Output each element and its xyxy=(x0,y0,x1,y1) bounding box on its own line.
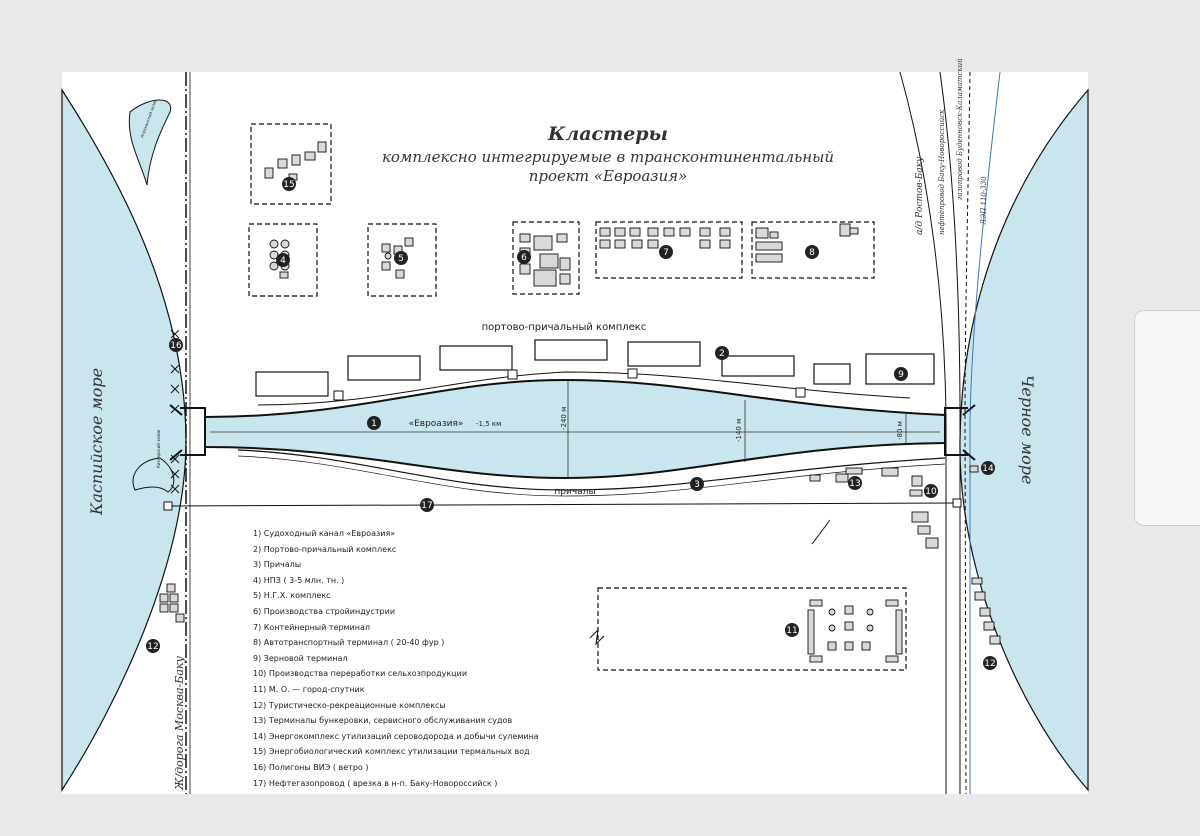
legend-item: 13) Терминалы бункеровки, сервисного обс… xyxy=(253,716,513,726)
legend-item: 6) Производства стройиндустрии xyxy=(253,606,396,616)
marker-17: 17 xyxy=(421,501,432,511)
diagram-subtitle-1: комплексно интегрируемые в трансконтинен… xyxy=(382,148,834,166)
agrakhan-bay xyxy=(128,99,172,186)
width-80-label: -80 м xyxy=(896,421,904,440)
railway-label: Ж/дорога Москва-Баку xyxy=(173,656,186,791)
marker-9: 9 xyxy=(898,370,904,380)
marker-10: 10 xyxy=(925,487,937,497)
marker-5: 5 xyxy=(398,254,404,264)
legend-item: 16) Полигоны ВИЭ ( ветро ) xyxy=(253,762,369,772)
diagram-subtitle-2: проект «Евроазия» xyxy=(529,167,688,185)
legend-item: 3) Причалы xyxy=(253,560,302,570)
caspian-sea xyxy=(61,87,187,793)
marker-16: 16 xyxy=(170,341,182,351)
marker-1: 1 xyxy=(371,419,377,429)
caspian-sea-label: Каспийское море xyxy=(87,368,106,516)
berths-line-2 xyxy=(237,455,946,497)
canal-gate-left xyxy=(169,404,206,461)
width-240-label: -240 м xyxy=(560,407,568,430)
berths-label: причалы xyxy=(554,487,595,497)
legend-item: 17) Нефтегазопровод ( врезка в н-п. Баку… xyxy=(253,778,498,788)
marker-13: 13 xyxy=(849,479,860,489)
legend-item: 7) Контейнерный терминал xyxy=(253,622,370,632)
legend-item: 11) М. О. — город-спутник xyxy=(253,684,365,694)
pipeline-17-end-right xyxy=(952,498,962,508)
quay-upper xyxy=(257,371,911,406)
legend-item: 9) Зерновой терминал xyxy=(253,653,348,663)
canal-gate-right xyxy=(944,404,976,461)
cluster-frames xyxy=(248,123,907,671)
legend-item: 5) Н.Г.Х. комплекс xyxy=(253,591,331,601)
legend-item: 8) Автотранспортный терминал ( 20-40 фур… xyxy=(253,638,445,648)
port-complex-label: портово-причальный комплекс xyxy=(482,322,647,333)
marker-12-left: 12 xyxy=(147,642,158,652)
quay-valves xyxy=(333,368,806,401)
black-sea-label: Черное море xyxy=(1018,375,1037,484)
canal-length-label: -1,5 км xyxy=(476,420,501,428)
binder-clip xyxy=(1134,310,1200,526)
marker-15: 15 xyxy=(283,180,294,190)
legend-item: 2) Портово-причальный комплекс xyxy=(253,544,397,554)
marker-12-right: 12 xyxy=(984,659,995,669)
road-right xyxy=(899,71,947,794)
marker-6: 6 xyxy=(521,253,527,263)
legend: 1) Судоходный канал «Евроазия» 2) Портов… xyxy=(253,526,553,791)
marker-3: 3 xyxy=(694,480,700,490)
legend-item: 15) Энергобиологический комплекс утилиза… xyxy=(253,747,530,757)
marker-4: 4 xyxy=(280,256,286,266)
legend-item: 10) Производства переработки сельхозпрод… xyxy=(253,669,468,679)
road-label: а/д Ростов-Баку xyxy=(915,156,925,235)
marker-2: 2 xyxy=(719,349,725,359)
kizlyar-bay-label: Кизлярский залив xyxy=(156,429,161,468)
north-marker xyxy=(811,519,831,545)
pipeline-label: нефтепровод Баку-Новороссийск xyxy=(938,109,946,235)
legend-item: 14) Энергокомплекс утилизаций сероводоро… xyxy=(253,731,539,741)
power-line-label: ЛЭП 110-330 xyxy=(980,176,988,226)
legend-item: 12) Туристическо-рекреационные комплексы xyxy=(253,700,446,710)
berths-line xyxy=(237,449,946,491)
pipeline-17-end-left xyxy=(163,501,173,511)
marker-14: 14 xyxy=(982,464,994,474)
legend-item: 4) НПЗ ( 3-5 млн. тн. ) xyxy=(253,575,345,585)
marker-8: 8 xyxy=(809,248,815,258)
break-symbol xyxy=(589,628,605,646)
pipeline-right xyxy=(939,71,961,794)
marker-7: 7 xyxy=(663,248,669,258)
number-markers xyxy=(146,177,997,670)
power-line-right xyxy=(969,71,1001,794)
gas-label: газопровод Буденновск-Каламатский xyxy=(956,58,964,200)
pipeline-17 xyxy=(167,502,958,507)
diagram-title: Кластеры xyxy=(547,123,668,145)
legend-item: 1) Судоходный канал «Евроазия» xyxy=(253,529,396,538)
canal-name-label: «Евроазия» xyxy=(409,419,464,429)
width-140-label: -140 м xyxy=(735,419,743,442)
port-buildings xyxy=(255,339,935,397)
marker-11: 11 xyxy=(786,626,797,636)
